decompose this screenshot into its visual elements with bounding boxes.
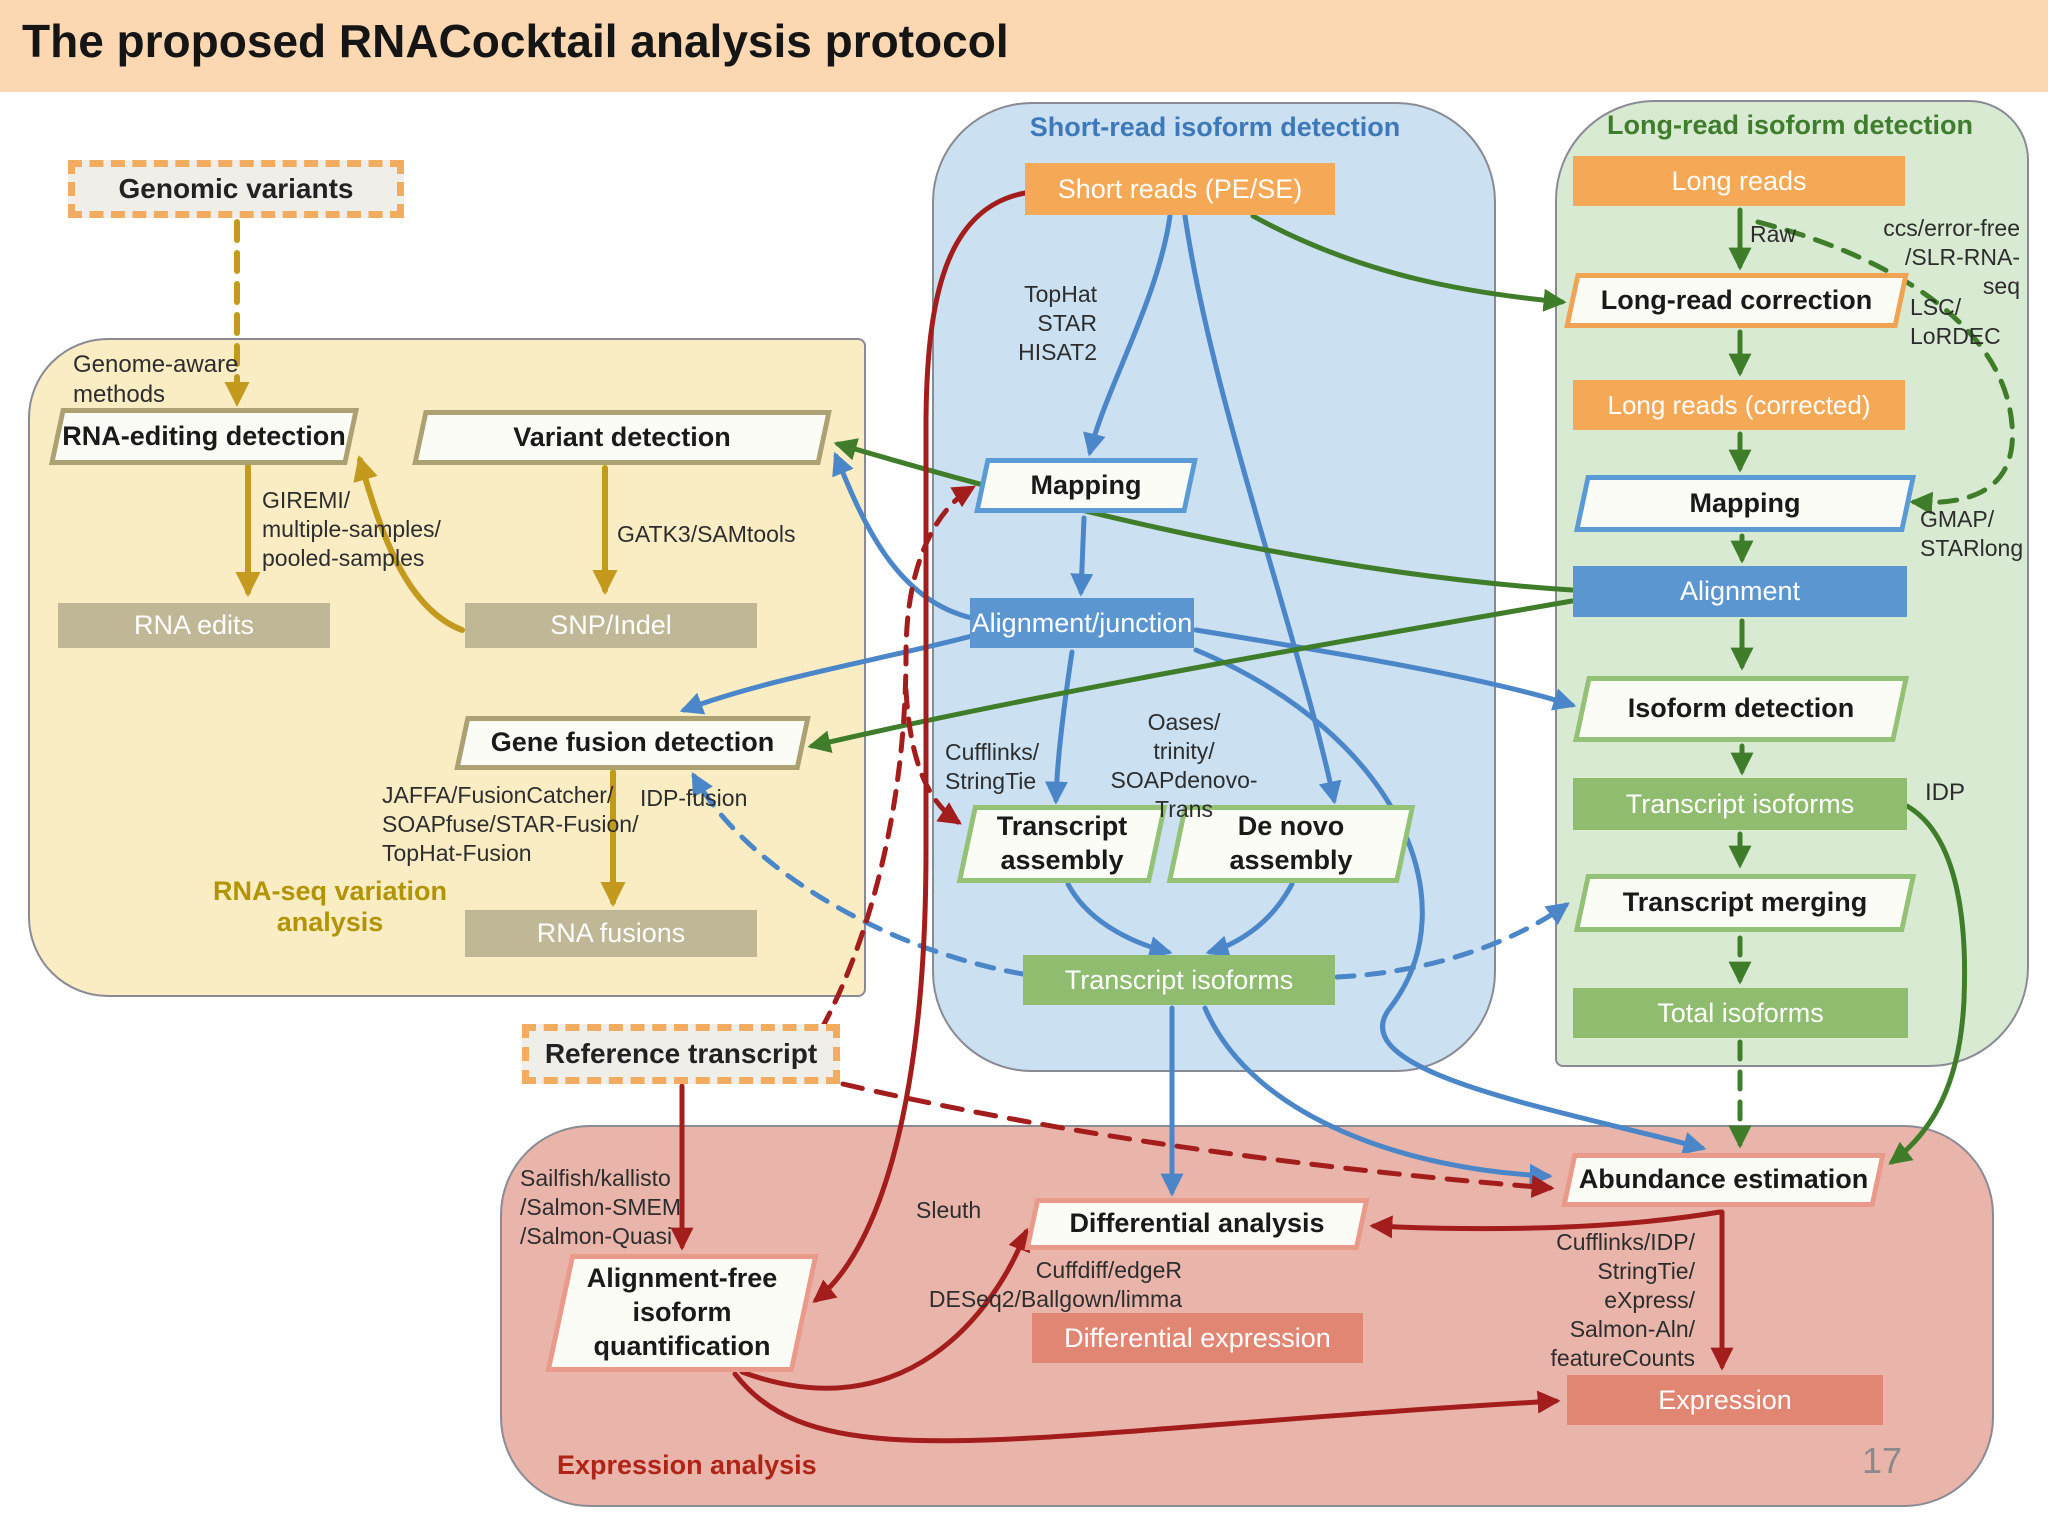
merging-label: Transcript merging: [1622, 887, 1868, 918]
total-isoforms-label: Total isoforms: [1657, 997, 1824, 1028]
long-reads-box: Long reads: [1573, 156, 1905, 206]
oases-tools-label: Oases/ trinity/ SOAPdenovo-Trans: [1110, 709, 1258, 822]
jaffa-tools-label: JAFFA/FusionCatcher/ SOAPfuse/STAR-Fusio…: [382, 782, 639, 866]
shortread-region-header: Short-read isoform detection: [1029, 112, 1401, 142]
sleuth-label: Sleuth: [916, 1197, 982, 1223]
long-read-correction-box: Long-read correction: [1564, 273, 1909, 328]
diff-analysis-label: Differential analysis: [1069, 1208, 1325, 1239]
gene-fusion-label: Gene fusion detection: [490, 727, 775, 758]
differential-expression-label: Differential expression: [1064, 1322, 1331, 1353]
transcript-isoforms-sr-label: Transcript isoforms: [1064, 964, 1294, 995]
gmap-starlong-label: GMAP/ STARlong: [1920, 506, 2024, 561]
alignment-free-label: Alignment-free isoform quantification: [586, 1263, 778, 1361]
raw-label: Raw: [1750, 221, 1797, 247]
rna-edits-label: RNA edits: [133, 610, 255, 640]
expression-region-label: Expression analysis: [557, 1450, 817, 1480]
differential-expression-box: Differential expression: [1032, 1313, 1363, 1363]
rna-editing-label: RNA-editing detection: [62, 420, 346, 451]
short-reads-label: Short reads (PE/SE): [1057, 173, 1303, 204]
gatk-tools-label: GATK3/SAMtools: [617, 521, 796, 547]
tophat-tools-label: TopHat STAR HISAT2: [1018, 281, 1097, 365]
variant-detection-label: Variant detection: [513, 421, 731, 452]
mapping-lr-label: Mapping: [1689, 487, 1801, 518]
page-title: The proposed RNACocktail analysis protoc…: [22, 15, 1009, 67]
rna-fusions-box: RNA fusions: [465, 910, 757, 957]
region-short-read-isoform: [932, 102, 1496, 1072]
variant-detection-box: Variant detection: [412, 410, 832, 465]
long-reads-label: Long reads: [1671, 165, 1807, 196]
longread-region-header: Long-read isoform detection: [1606, 110, 1974, 140]
reference-transcript-box: Reference transcript: [522, 1024, 840, 1084]
reference-transcript-label: Reference transcript: [544, 1038, 818, 1069]
alignment-free-box: Alignment-free isoform quantification: [545, 1254, 819, 1372]
giremi-tools-label: GIREMI/ multiple-samples/ pooled-samples: [262, 487, 441, 571]
correction-label: Long-read correction: [1600, 284, 1873, 315]
variation-region-label: RNA-seq variation analysis: [212, 876, 448, 937]
mapping-sr-label: Mapping: [1030, 469, 1142, 500]
alignment-junction-label: Alignment/junction: [971, 607, 1193, 638]
cufflinks-idp-tools-label: Cufflinks/IDP/ StringTie/ eXpress/ Salmo…: [1550, 1229, 1695, 1371]
alignment-box: Alignment: [1573, 566, 1907, 617]
alignment-junction-box: Alignment/junction: [970, 598, 1194, 648]
gene-fusion-detection-box: Gene fusion detection: [454, 716, 811, 770]
transcript-merging-box: Transcript merging: [1573, 874, 1917, 932]
differential-analysis-box: Differential analysis: [1024, 1198, 1370, 1250]
genomic-variants-label: Genomic variants: [118, 173, 354, 204]
cuffdiff-tools-label: Cuffdiff/edgeR DESeq2/Ballgown/limma: [928, 1257, 1182, 1312]
genomic-variants-box: Genomic variants: [68, 160, 404, 218]
short-reads-box: Short reads (PE/SE): [1025, 163, 1335, 215]
alignment-label: Alignment: [1679, 576, 1801, 606]
rna-edits-box: RNA edits: [58, 603, 330, 648]
idp-label: IDP: [1925, 779, 1966, 806]
ccs-label: ccs/error-free /SLR-RNA-seq: [1883, 215, 2020, 299]
title-bar: The proposed RNACocktail analysis protoc…: [0, 0, 2048, 92]
abundance-estimation-box: Abundance estimation: [1561, 1153, 1886, 1207]
page-number: 17: [1862, 1440, 1903, 1481]
sailfish-tools-label: Sailfish/kallisto /Salmon-SMEM /Salmon-Q…: [520, 1165, 682, 1249]
idp-fusion-label: IDP-fusion: [640, 785, 748, 811]
mapping-shortread-box: Mapping: [974, 458, 1198, 513]
genome-aware-label: Genome-aware methods: [73, 351, 239, 409]
lsc-lordec-label: LSC/ LoRDEC: [1910, 294, 2001, 349]
transcript-isoforms-lr-label: Transcript isoforms: [1625, 788, 1855, 819]
expression-box: Expression: [1567, 1375, 1883, 1425]
long-reads-corrected-label: Long reads (corrected): [1607, 389, 1871, 420]
transcript-isoforms-sr-box: Transcript isoforms: [1023, 955, 1335, 1005]
isoform-detection-box: Isoform detection: [1572, 676, 1910, 742]
transcript-isoforms-lr-box: Transcript isoforms: [1573, 778, 1907, 830]
snp-indel-box: SNP/Indel: [465, 603, 757, 648]
snp-indel-label: SNP/Indel: [550, 610, 672, 640]
cufflinks-stringtie-label: Cufflinks/ StringTie: [945, 739, 1040, 794]
isoform-detection-label: Isoform detection: [1627, 693, 1855, 724]
mapping-longread-box: Mapping: [1573, 475, 1917, 532]
total-isoforms-box: Total isoforms: [1573, 988, 1908, 1038]
expression-label: Expression: [1658, 1384, 1792, 1415]
long-reads-corrected-box: Long reads (corrected): [1573, 380, 1905, 430]
abundance-label: Abundance estimation: [1578, 1164, 1869, 1195]
rna-fusions-label: RNA fusions: [536, 918, 686, 948]
rna-editing-detection-box: RNA-editing detection: [48, 408, 360, 465]
